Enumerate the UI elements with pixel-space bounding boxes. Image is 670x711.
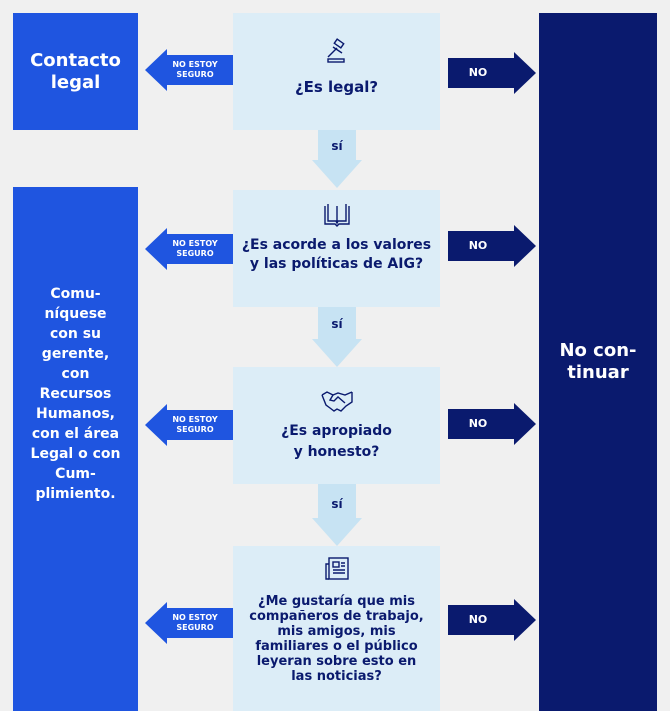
question-box-honest: ¿Es apropiado y honesto? <box>233 367 440 484</box>
handshake-icon <box>320 391 353 412</box>
question-honest-text: ¿Es apropiado y honesto? <box>281 423 392 460</box>
no-arrow-3 <box>448 403 536 445</box>
no-arrow-1 <box>448 52 536 94</box>
newspaper-icon <box>324 557 349 580</box>
communicate-panel: Comu- níquese con su gerente, con Recurs… <box>13 187 138 711</box>
unsure-label-4: NO ESTOY SEGURO <box>172 613 218 632</box>
contact-legal-panel: Contacto legal <box>13 13 138 130</box>
question-box-news: ¿Me gustaría que mis compañeros de traba… <box>233 546 440 711</box>
no-arrow-2 <box>448 225 536 267</box>
question-legal-text: ¿Es legal? <box>294 78 379 96</box>
yes-arrow-1 <box>312 130 362 188</box>
do-not-continue-panel: No con- tinuar <box>539 13 657 711</box>
book-icon <box>323 204 350 227</box>
unsure-arrow-2 <box>145 228 233 270</box>
communicate-text: Comu- níquese con su gerente, con Recurs… <box>30 286 121 502</box>
yes-arrow-3 <box>312 484 362 546</box>
gavel-icon <box>326 38 345 63</box>
unsure-label-3: NO ESTOY SEGURO <box>172 415 218 434</box>
no-arrow-4 <box>448 599 536 641</box>
question-news-text: ¿Me gustaría que mis compañeros de traba… <box>249 594 424 684</box>
no-label-1: NO <box>468 66 488 79</box>
question-box-legal: ¿Es legal? <box>233 13 440 130</box>
unsure-arrow-1 <box>145 49 233 91</box>
yes-arrow-2 <box>312 307 362 367</box>
contact-legal-text: Contacto legal <box>30 49 121 93</box>
unsure-label-2: NO ESTOY SEGURO <box>172 239 218 258</box>
question-values-text: ¿Es acorde a los valores y las políticas… <box>241 237 432 272</box>
no-label-2: NO <box>468 239 488 252</box>
unsure-arrow-3 <box>145 404 233 446</box>
question-box-values: ¿Es acorde a los valores y las políticas… <box>233 190 440 307</box>
unsure-label-1: NO ESTOY SEGURO <box>172 60 218 79</box>
yes-label-1: sí <box>331 139 343 153</box>
yes-label-2: sí <box>331 317 343 331</box>
yes-label-3: sí <box>331 497 343 511</box>
no-label-3: NO <box>468 417 488 430</box>
unsure-arrow-4 <box>145 602 233 644</box>
do-not-continue-text: No con- tinuar <box>559 340 637 383</box>
no-label-4: NO <box>468 613 488 626</box>
